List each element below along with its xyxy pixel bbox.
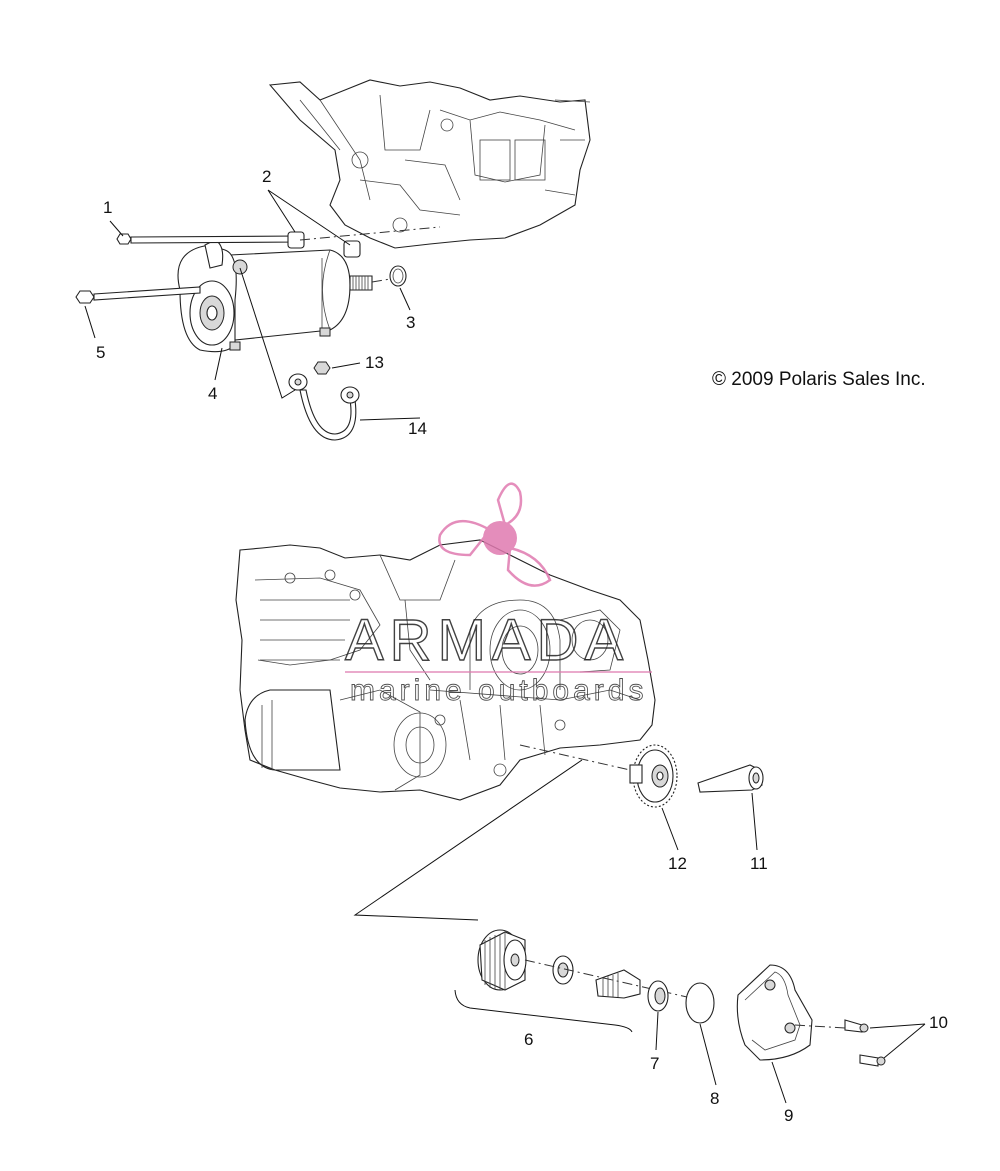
- callout-10: 10: [929, 1013, 948, 1032]
- armada-watermark-logo: ARMADA marine outboards: [344, 482, 652, 707]
- cover-9: [736, 964, 813, 1061]
- nut-13: [313, 361, 331, 375]
- starter-motor: [177, 239, 373, 353]
- callout-14: 14: [408, 419, 427, 438]
- watermark-title: ARMADA: [345, 608, 629, 673]
- o-ring-8: [685, 982, 715, 1024]
- idler-gear-12: [629, 744, 678, 808]
- copyright-notice: © 2009 Polaris Sales Inc.: [712, 369, 926, 390]
- callout-12: 12: [668, 854, 687, 873]
- callout-3: 3: [406, 313, 415, 332]
- callout-labels: 1 2 3 4 5 6 7 8 9 10 11 12 13 14: [96, 167, 948, 1125]
- watermark-subtitle: marine outboards: [350, 674, 647, 707]
- bearing-7: [647, 980, 669, 1012]
- callout-8: 8: [710, 1089, 719, 1108]
- callout-5: 5: [96, 343, 105, 362]
- long-bolt-5: [75, 286, 201, 304]
- starter-drive-6: [477, 929, 641, 999]
- callout-11: 11: [750, 854, 768, 873]
- callout-13: 13: [365, 353, 384, 372]
- callout-2: 2: [262, 167, 271, 186]
- long-bolt-1: [116, 233, 301, 245]
- callout-7: 7: [650, 1054, 659, 1073]
- spacer-2b: [343, 240, 361, 258]
- starter-cable-14: [288, 373, 360, 441]
- callout-9: 9: [784, 1106, 793, 1125]
- callout-6: 6: [524, 1030, 533, 1049]
- idler-shaft-11: [697, 764, 764, 793]
- upper-engine-block: [268, 79, 591, 249]
- lower-engine-block: [235, 539, 656, 801]
- o-ring-3: [389, 265, 407, 287]
- callout-1: 1: [103, 198, 112, 217]
- callout-4: 4: [208, 384, 217, 403]
- bolts-10: [844, 1019, 886, 1067]
